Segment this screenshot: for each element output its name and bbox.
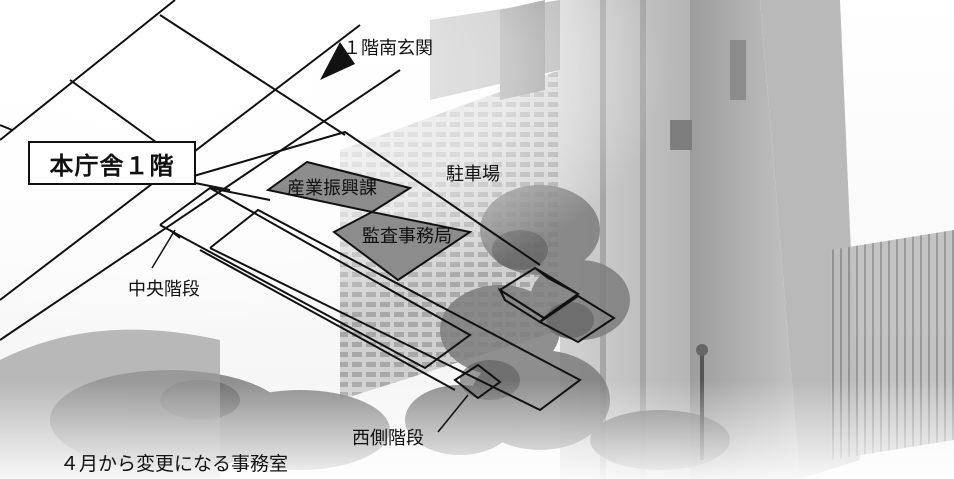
plan-line <box>69 79 161 146</box>
plan-box <box>498 266 580 320</box>
floor-title-label: 本庁舎１階 <box>28 141 196 185</box>
plan-line <box>199 249 456 391</box>
room-label-kansa: 監査事務局 <box>362 226 452 247</box>
room-sangyo-shinko-shape <box>265 160 413 214</box>
plan-line <box>169 229 181 239</box>
corridor-outline <box>209 208 582 412</box>
plan-line <box>159 14 346 136</box>
parking-label: 駐車場 <box>446 164 500 185</box>
entrance-arrow-icon <box>320 42 355 80</box>
plan-box <box>534 267 579 295</box>
plan-box <box>538 294 616 344</box>
room-kansa-shape <box>332 210 473 282</box>
plan-line <box>0 69 401 341</box>
west-stairs-label: 西側階段 <box>352 428 424 449</box>
corridor-outline <box>159 186 472 370</box>
plan-line <box>209 187 271 201</box>
room-label-sangyo-shinko: 産業振興課 <box>287 178 377 199</box>
central-stairs-label: 中央階段 <box>128 279 200 300</box>
plan-line <box>0 124 13 131</box>
plan-line <box>179 130 541 266</box>
plan-line <box>0 0 176 141</box>
plan-box <box>453 363 502 400</box>
entrance-label: １階南玄関 <box>343 38 433 59</box>
plan-box <box>497 287 546 324</box>
west-stairs-leader <box>437 394 469 433</box>
central-stairs-leader <box>151 229 176 269</box>
map-caption: ４月から変更になる事務室 <box>60 453 289 475</box>
